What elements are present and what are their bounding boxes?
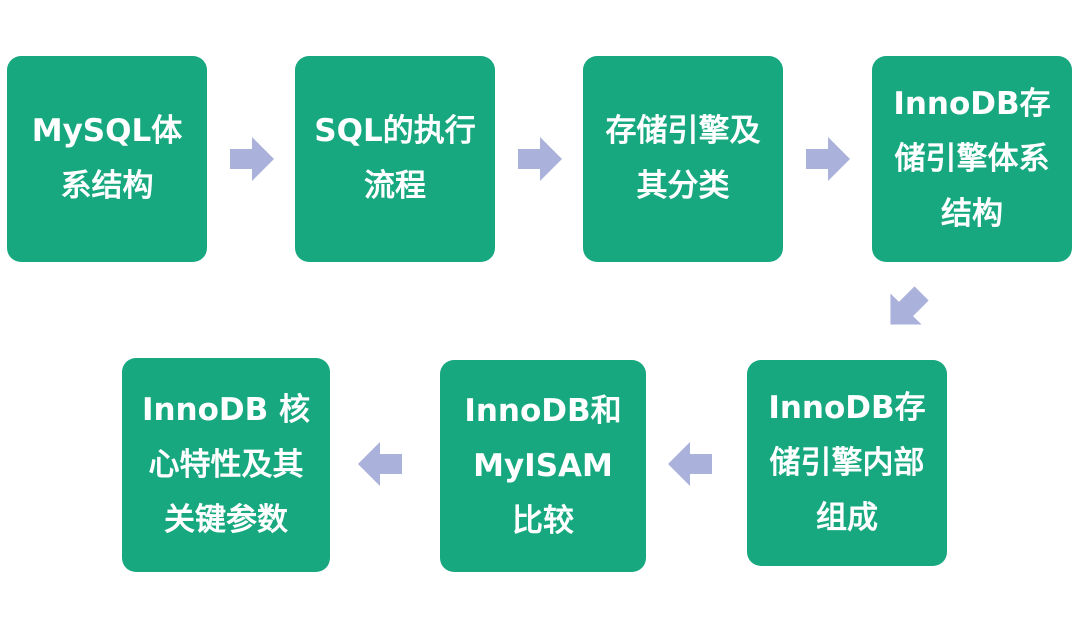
step-box-innodb-internals: InnoDB存 储引擎内部 组成 — [747, 360, 947, 566]
arrow-right-icon — [516, 135, 564, 183]
step-box-innodb-core-features: InnoDB 核 心特性及其 关键参数 — [122, 358, 330, 572]
arrow-right-icon — [804, 135, 852, 183]
step-label: InnoDB存 储引擎内部 组成 — [768, 389, 926, 536]
step-label: InnoDB和 MyISAM 比较 — [464, 392, 622, 539]
arrow-left-icon — [356, 440, 404, 488]
step-box-sql-execution-flow: SQL的执行 流程 — [295, 56, 495, 262]
step-box-innodb-vs-myisam: InnoDB和 MyISAM 比较 — [440, 360, 646, 572]
step-box-mysql-architecture: MySQL体 系结构 — [7, 56, 207, 262]
step-label: SQL的执行 流程 — [314, 113, 476, 204]
step-label: MySQL体 系结构 — [31, 113, 183, 204]
step-box-innodb-architecture: InnoDB存 储引擎体系 结构 — [872, 56, 1072, 262]
step-label: 存储引擎及 其分类 — [605, 113, 761, 204]
arrow-left-icon — [666, 440, 714, 488]
step-box-storage-engines: 存储引擎及 其分类 — [583, 56, 783, 262]
arrow-right-icon — [228, 135, 276, 183]
step-label: InnoDB 核 心特性及其 关键参数 — [141, 391, 311, 538]
arrow-down-left-icon — [882, 285, 930, 333]
step-label: InnoDB存 储引擎体系 结构 — [893, 85, 1051, 232]
